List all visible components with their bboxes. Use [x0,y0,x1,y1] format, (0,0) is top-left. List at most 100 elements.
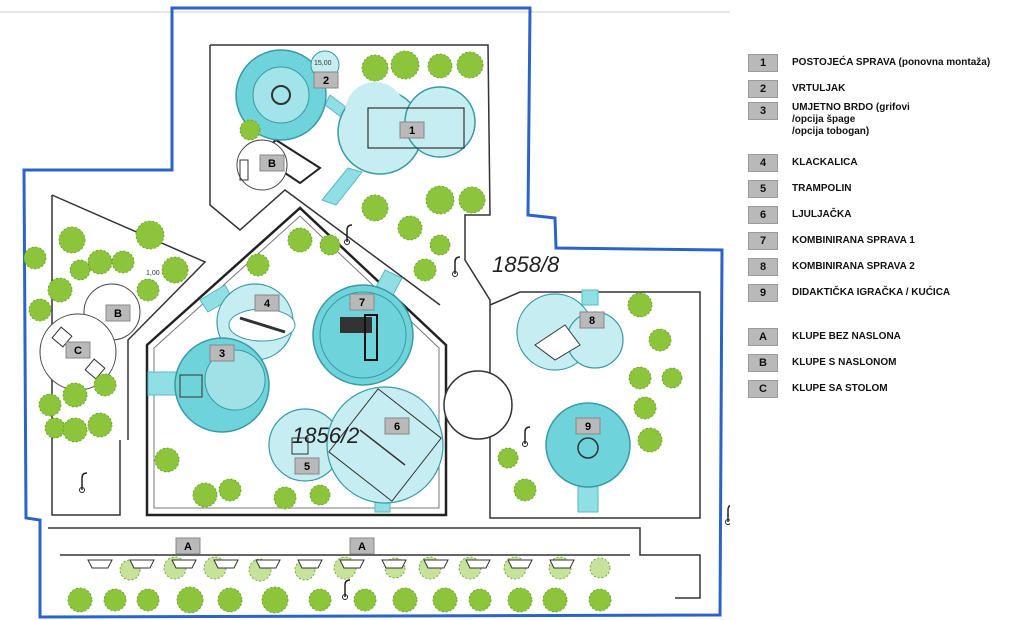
tree-icon [633,396,657,420]
lamp-icon [725,504,730,525]
zone-5-trampoline [268,408,342,482]
zone-7-combined-1 [312,284,414,386]
tree-icon [628,366,652,390]
zone-2-carousel [235,49,340,141]
zone-marker-2: 2 [313,71,339,89]
svg-text:6: 6 [394,421,400,433]
lamp-icon [344,224,353,245]
zone-marker-6: 6 [384,417,410,435]
house-area [145,206,448,517]
zone-marker-8: 8 [579,311,605,329]
tree-icon [456,51,484,79]
bench-icon [129,559,155,569]
bench-marker-a: A [349,537,375,555]
legend-key: 5 [748,180,778,198]
zone-8-combined-2 [516,293,624,371]
parcel-number: 1858/8 [492,252,560,277]
legend-item-1: 1 POSTOJEĆA SPRAVA (ponovna montaža) [748,50,1018,76]
legend-bench-a: A KLUPE BEZ NASLONA [748,324,1018,350]
bench-icon [339,559,365,569]
tree-icon [390,50,420,80]
tree-icon [497,447,519,469]
parcel-number: 1856/2 [292,423,359,448]
legend-key: 2 [748,80,778,98]
tree-icon [661,367,683,389]
tree-icon [62,382,88,408]
south-bench-row [87,559,575,569]
bench-icon [87,559,113,569]
tree-icon [589,557,611,579]
legend-key: 7 [748,232,778,250]
central-plaza [443,370,513,440]
tree-icon [648,328,672,352]
legend-label: KLUPE S NASLONOM [792,357,897,368]
bench-icon [507,559,533,569]
legend-label: POSTOJEĆA SPRAVA (ponovna montaža) [792,57,991,68]
tree-icon [28,298,52,322]
legend-key: 8 [748,258,778,276]
legend-key: 4 [748,154,778,172]
legend-key: B [748,354,778,372]
tree-icon [308,588,332,612]
lamp-icon [342,579,351,600]
tree-icon [627,292,653,318]
tree-icon [176,586,204,614]
tree-icon [38,393,62,417]
bench-icon [423,559,449,569]
svg-text:C: C [74,345,82,357]
tree-icon [218,478,242,502]
tree-icon [542,587,568,613]
tree-icon [319,234,341,256]
legend-label: UMJETNO BRDO (grifovi /opcija špage /opc… [792,102,910,137]
lamp-icon [452,256,461,277]
tree-icon [507,587,533,613]
fence-lines [48,44,701,599]
bench-icon [381,559,407,569]
bench-marker-c: C [65,341,91,359]
svg-text:2: 2 [323,75,329,87]
legend-key: 1 [748,54,778,72]
tree-icon [392,587,418,613]
tree-icon [361,54,389,82]
bench-marker-b: B [105,304,131,322]
zone-3-hill [174,337,270,433]
dimension-label: 15,00 [314,60,332,67]
svg-text:7: 7 [359,297,365,309]
legend-label: KOMBINIRANA SPRAVA 2 [792,261,915,272]
bench-icon [297,559,323,569]
legend-key: 6 [748,206,778,224]
tree-icon [44,417,66,439]
zone-marker-9: 9 [575,417,601,435]
tree-icon [136,278,160,302]
tree-icon [432,587,458,613]
legend-item-8: 8 KOMBINIRANA SPRAVA 2 [748,254,1018,280]
bench-icon [255,559,281,569]
zone-1-existing [337,82,476,175]
tree-icon [217,587,243,613]
site-plan: 15,00 1,00 1858/8 1856/2 1 2 3 4 5 6 7 8… [0,6,730,619]
tree-icon [425,185,455,215]
legend-label: TRAMPOLIN [792,183,852,194]
tree-icon [47,277,73,303]
tree-icon [427,53,453,79]
tree-icon [588,588,612,612]
zone-marker-5: 5 [294,457,320,475]
legend-key: A [748,328,778,346]
tree-icon [161,256,189,284]
legend-item-7: 7 KOMBINIRANA SPRAVA 1 [748,228,1018,254]
lamp-icon [522,426,531,447]
site-boundary [22,6,724,619]
legend-label: KOMBINIRANA SPRAVA 1 [792,235,915,246]
svg-text:9: 9 [585,421,591,433]
tree-icon [239,119,261,141]
tree-icon [154,447,180,473]
legend-label: KLUPE BEZ NASLONA [792,331,901,342]
tree-icon [429,234,451,256]
bench-icon [465,559,491,569]
